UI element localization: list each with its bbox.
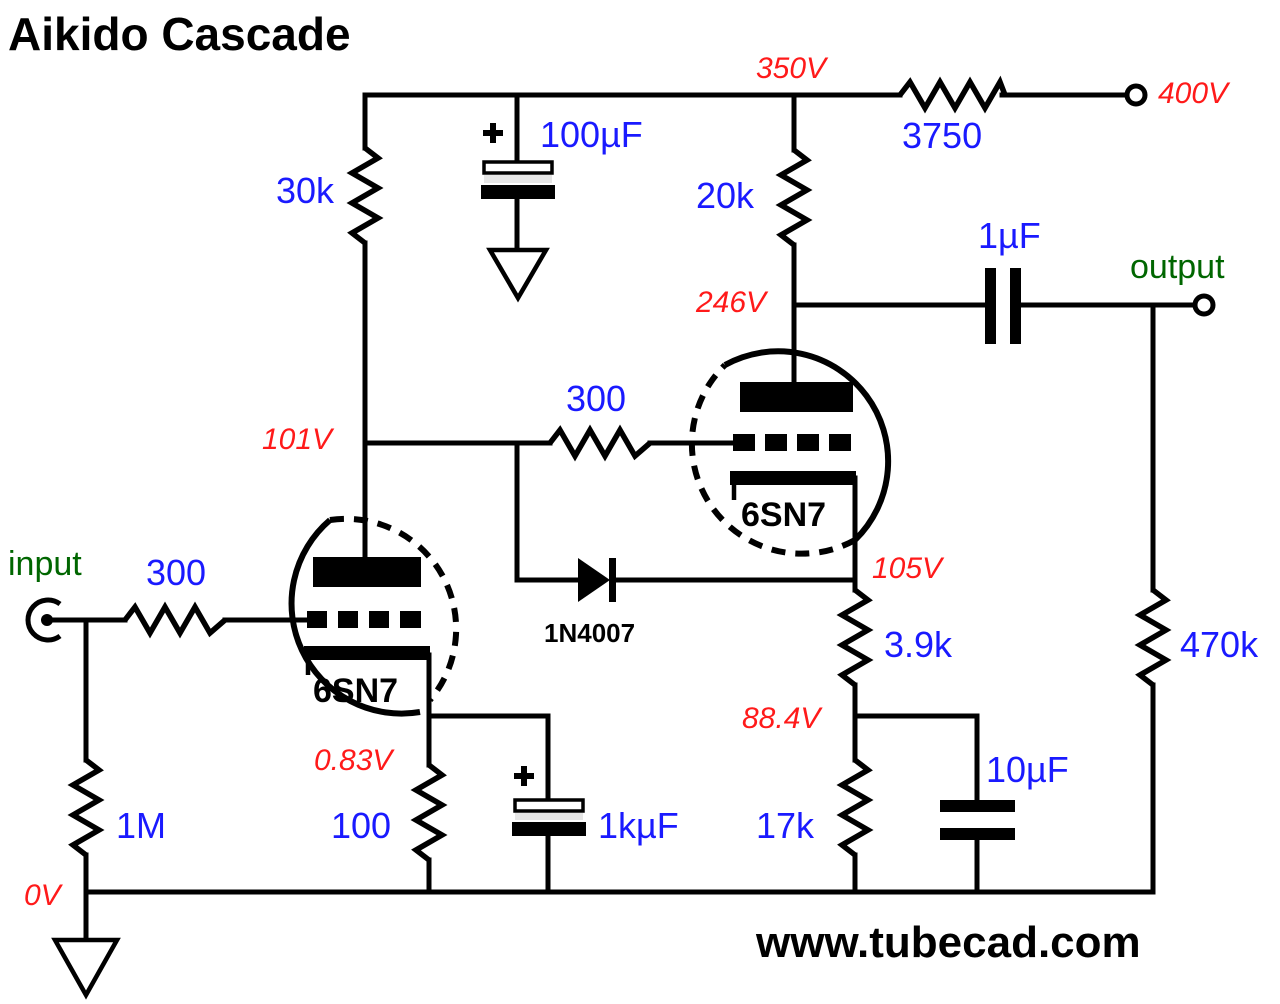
website-label: www.tubecad.com [755, 918, 1141, 967]
label-c-output: 1µF [978, 215, 1041, 256]
label-c-supply: 100µF [540, 114, 643, 155]
lower-cathode-network [410, 713, 551, 895]
grid [733, 434, 755, 451]
supply-terminal-icon[interactable] [1124, 83, 1148, 107]
anode-plate [740, 382, 853, 412]
output-network [791, 268, 1199, 593]
supply-capacitor-100uf [481, 92, 555, 253]
label-r-3-9k: 3.9k [884, 624, 953, 665]
label-r-supply: 3750 [902, 115, 982, 156]
label-r-grid-lower: 300 [146, 552, 206, 593]
cathode-capacitor-1kuf [512, 766, 586, 895]
input-label: input [8, 545, 82, 583]
output-capacitor-1uf [985, 268, 996, 344]
schematic-title: Aikido Cascade [8, 8, 351, 60]
diode-1n4007 [578, 558, 616, 602]
input-jack-icon[interactable] [25, 597, 62, 643]
voltage-upper-plate: 246V [695, 286, 769, 319]
voltage-ground: 0V [24, 879, 64, 912]
label-r-17k: 17k [756, 805, 815, 846]
voltage-supply-node: 350V [756, 52, 829, 85]
label-r-30k: 30k [276, 170, 335, 211]
bias-capacitor-10uf [940, 800, 1015, 895]
label-r-grid-upper: 300 [566, 378, 626, 419]
diode-label: 1N4007 [544, 618, 635, 648]
lower-tube-label: 6SN7 [313, 672, 398, 710]
cathode [730, 471, 856, 485]
resistor-20k [775, 92, 813, 388]
input-network [44, 601, 311, 943]
resistor-17k [836, 757, 874, 895]
voltage-supply-in: 400V [1158, 77, 1231, 110]
voltage-upper-cathode: 105V [872, 552, 945, 585]
resistor-470k [1134, 587, 1172, 895]
label-r-20k: 20k [696, 175, 755, 216]
upper-grid-network [362, 424, 858, 583]
ground-icon [51, 937, 121, 1000]
upper-triode-6sn7 [688, 348, 892, 593]
supply-resistor-3750 [897, 75, 1008, 114]
output-terminal-icon[interactable] [1192, 293, 1216, 317]
resistor-3-9k [836, 587, 980, 803]
voltage-lower-cathode: 0.83V [314, 744, 395, 777]
upper-tube-label: 6SN7 [741, 496, 826, 534]
voltage-divider-mid: 88.4V [742, 702, 823, 735]
label-r-cathode-lower: 100 [331, 805, 391, 846]
lower-triode-6sn7 [288, 515, 460, 768]
resistor-30k [346, 92, 384, 563]
label-c-cathode: 1kµF [598, 805, 679, 846]
label-c-bias: 10µF [986, 749, 1069, 790]
output-label: output [1130, 248, 1225, 286]
label-r-input: 1M [116, 805, 166, 846]
label-r-470k: 470k [1180, 624, 1259, 665]
voltage-lower-plate: 101V [262, 423, 335, 456]
ground-icon [486, 247, 550, 303]
